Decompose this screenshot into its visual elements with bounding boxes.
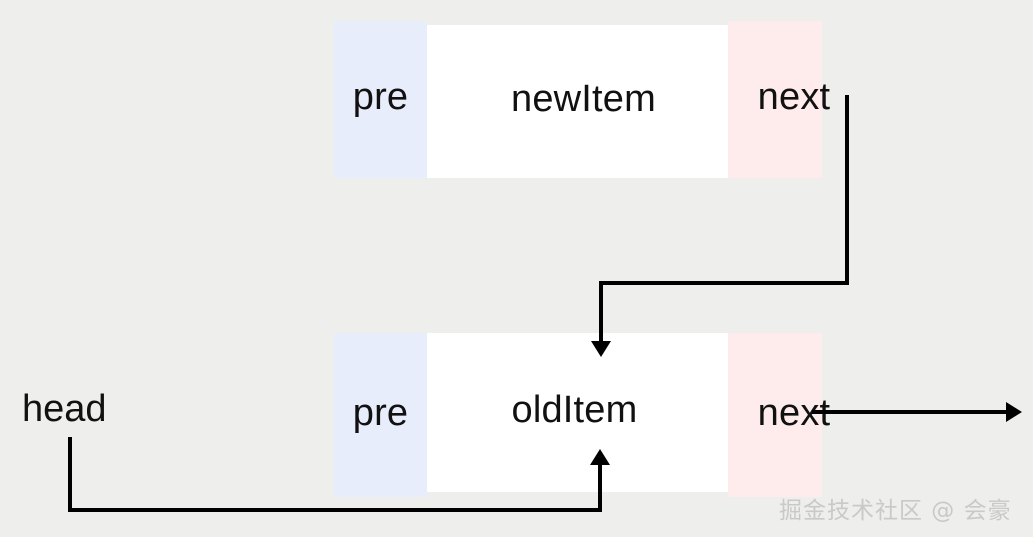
connector-head-riser xyxy=(598,458,602,510)
connector-head-vertical xyxy=(68,437,72,512)
watermark-text: 掘金技术社区 @ 会豪 xyxy=(779,498,1012,524)
node-old-item-body-label: oldItem xyxy=(511,389,638,431)
head-pointer-label: head xyxy=(22,388,107,430)
node-new-item-body-cell: newItem xyxy=(427,25,728,178)
arrowhead-down-icon xyxy=(591,341,611,357)
connector-olditem-next-horizontal xyxy=(812,410,1012,414)
node-new-item-body-label: newItem xyxy=(510,78,656,120)
arrowhead-right-icon xyxy=(1006,402,1022,422)
node-old-item-body-cell: oldItem xyxy=(427,333,728,492)
arrowhead-up-icon xyxy=(590,449,610,465)
node-new-item: pre newItem next xyxy=(334,21,830,178)
connector-newitem-next-drop xyxy=(599,281,603,349)
node-old-item-pre-label: pre xyxy=(352,391,409,434)
node-new-item-pre-cell: pre xyxy=(334,21,427,178)
node-new-item-next-label: next xyxy=(757,76,831,118)
connector-newitem-next-horizontal xyxy=(599,281,849,285)
node-new-item-pre-label: pre xyxy=(352,76,409,118)
connector-newitem-next-vertical xyxy=(845,95,849,285)
node-old-item-next-cell: next xyxy=(728,333,830,497)
node-old-item: pre oldItem next xyxy=(334,333,830,497)
node-old-item-pre-cell: pre xyxy=(334,333,427,497)
connector-head-horizontal xyxy=(68,508,602,512)
node-new-item-next-cell: next xyxy=(728,21,830,178)
